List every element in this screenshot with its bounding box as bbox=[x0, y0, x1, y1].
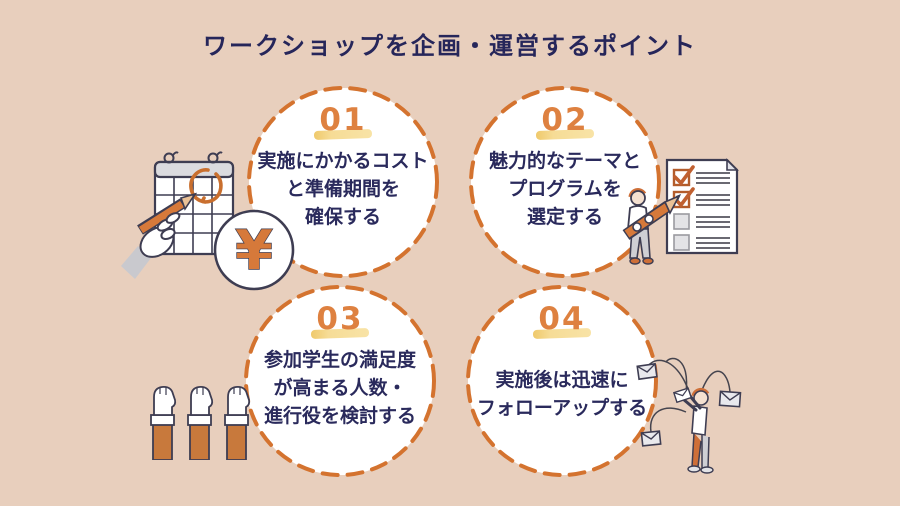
point-circle-04: 04 実施後は迅速に フォローアップする bbox=[465, 284, 659, 478]
point-circle-02: 02 魅力的なテーマと プログラムを 選定する bbox=[468, 85, 662, 279]
point-number: 01 bbox=[319, 102, 367, 138]
page-title: ワークショップを企画・運営するポイント bbox=[203, 32, 697, 60]
point-text-line: 実施にかかるコスト bbox=[257, 150, 429, 172]
dashed-ring bbox=[247, 86, 439, 278]
point-circle-01: 01 実施にかかるコスト と準備期間を 確保する bbox=[246, 85, 440, 279]
point-text: 参加学生の満足度 が高まる人数・ 進行役を検討する bbox=[264, 346, 416, 430]
mail-send-icon bbox=[636, 357, 742, 474]
point-circle-03: 03 参加学生の満足度 が高まる人数・ 進行役を検討する bbox=[243, 284, 437, 478]
point-text-line: 魅力的なテーマと bbox=[488, 150, 641, 172]
point-text-line: が高まる人数・ bbox=[273, 377, 407, 399]
point-text-line: フォローアップする bbox=[476, 397, 648, 419]
point-number-badge: 02 bbox=[535, 102, 595, 141]
calendar-pencil-icon: ¥ bbox=[121, 151, 295, 291]
point-text-line: 進行役を検討する bbox=[263, 405, 416, 427]
point-number: 03 bbox=[316, 301, 364, 337]
point-text-line: と準備期間を bbox=[285, 178, 400, 200]
envelope-icon bbox=[636, 362, 742, 447]
point-number-badge: 01 bbox=[313, 102, 373, 141]
point-text: 魅力的なテーマと プログラムを 選定する bbox=[489, 147, 641, 231]
dashed-ring bbox=[466, 285, 658, 477]
point-text: 実施後は迅速に フォローアップする bbox=[477, 366, 647, 422]
point-text-line: 選定する bbox=[526, 206, 603, 228]
dashed-ring bbox=[244, 285, 436, 477]
yen-coin-icon: ¥ bbox=[213, 209, 295, 291]
dashed-ring bbox=[469, 86, 661, 278]
point-number-badge: 03 bbox=[310, 301, 370, 340]
raised-hands-icon bbox=[150, 385, 251, 460]
point-number: 04 bbox=[538, 301, 586, 337]
yen-symbol: ¥ bbox=[235, 219, 273, 282]
point-number-badge: 04 bbox=[532, 301, 592, 340]
point-text-line: 確保する bbox=[304, 206, 381, 228]
point-number: 02 bbox=[541, 102, 589, 138]
point-text-line: プログラムを bbox=[508, 178, 622, 200]
point-text-line: 参加学生の満足度 bbox=[263, 349, 416, 371]
checklist-icon bbox=[622, 158, 739, 265]
point-text: 実施にかかるコスト と準備期間を 確保する bbox=[257, 147, 428, 231]
point-text-line: 実施後は迅速に bbox=[495, 369, 629, 391]
